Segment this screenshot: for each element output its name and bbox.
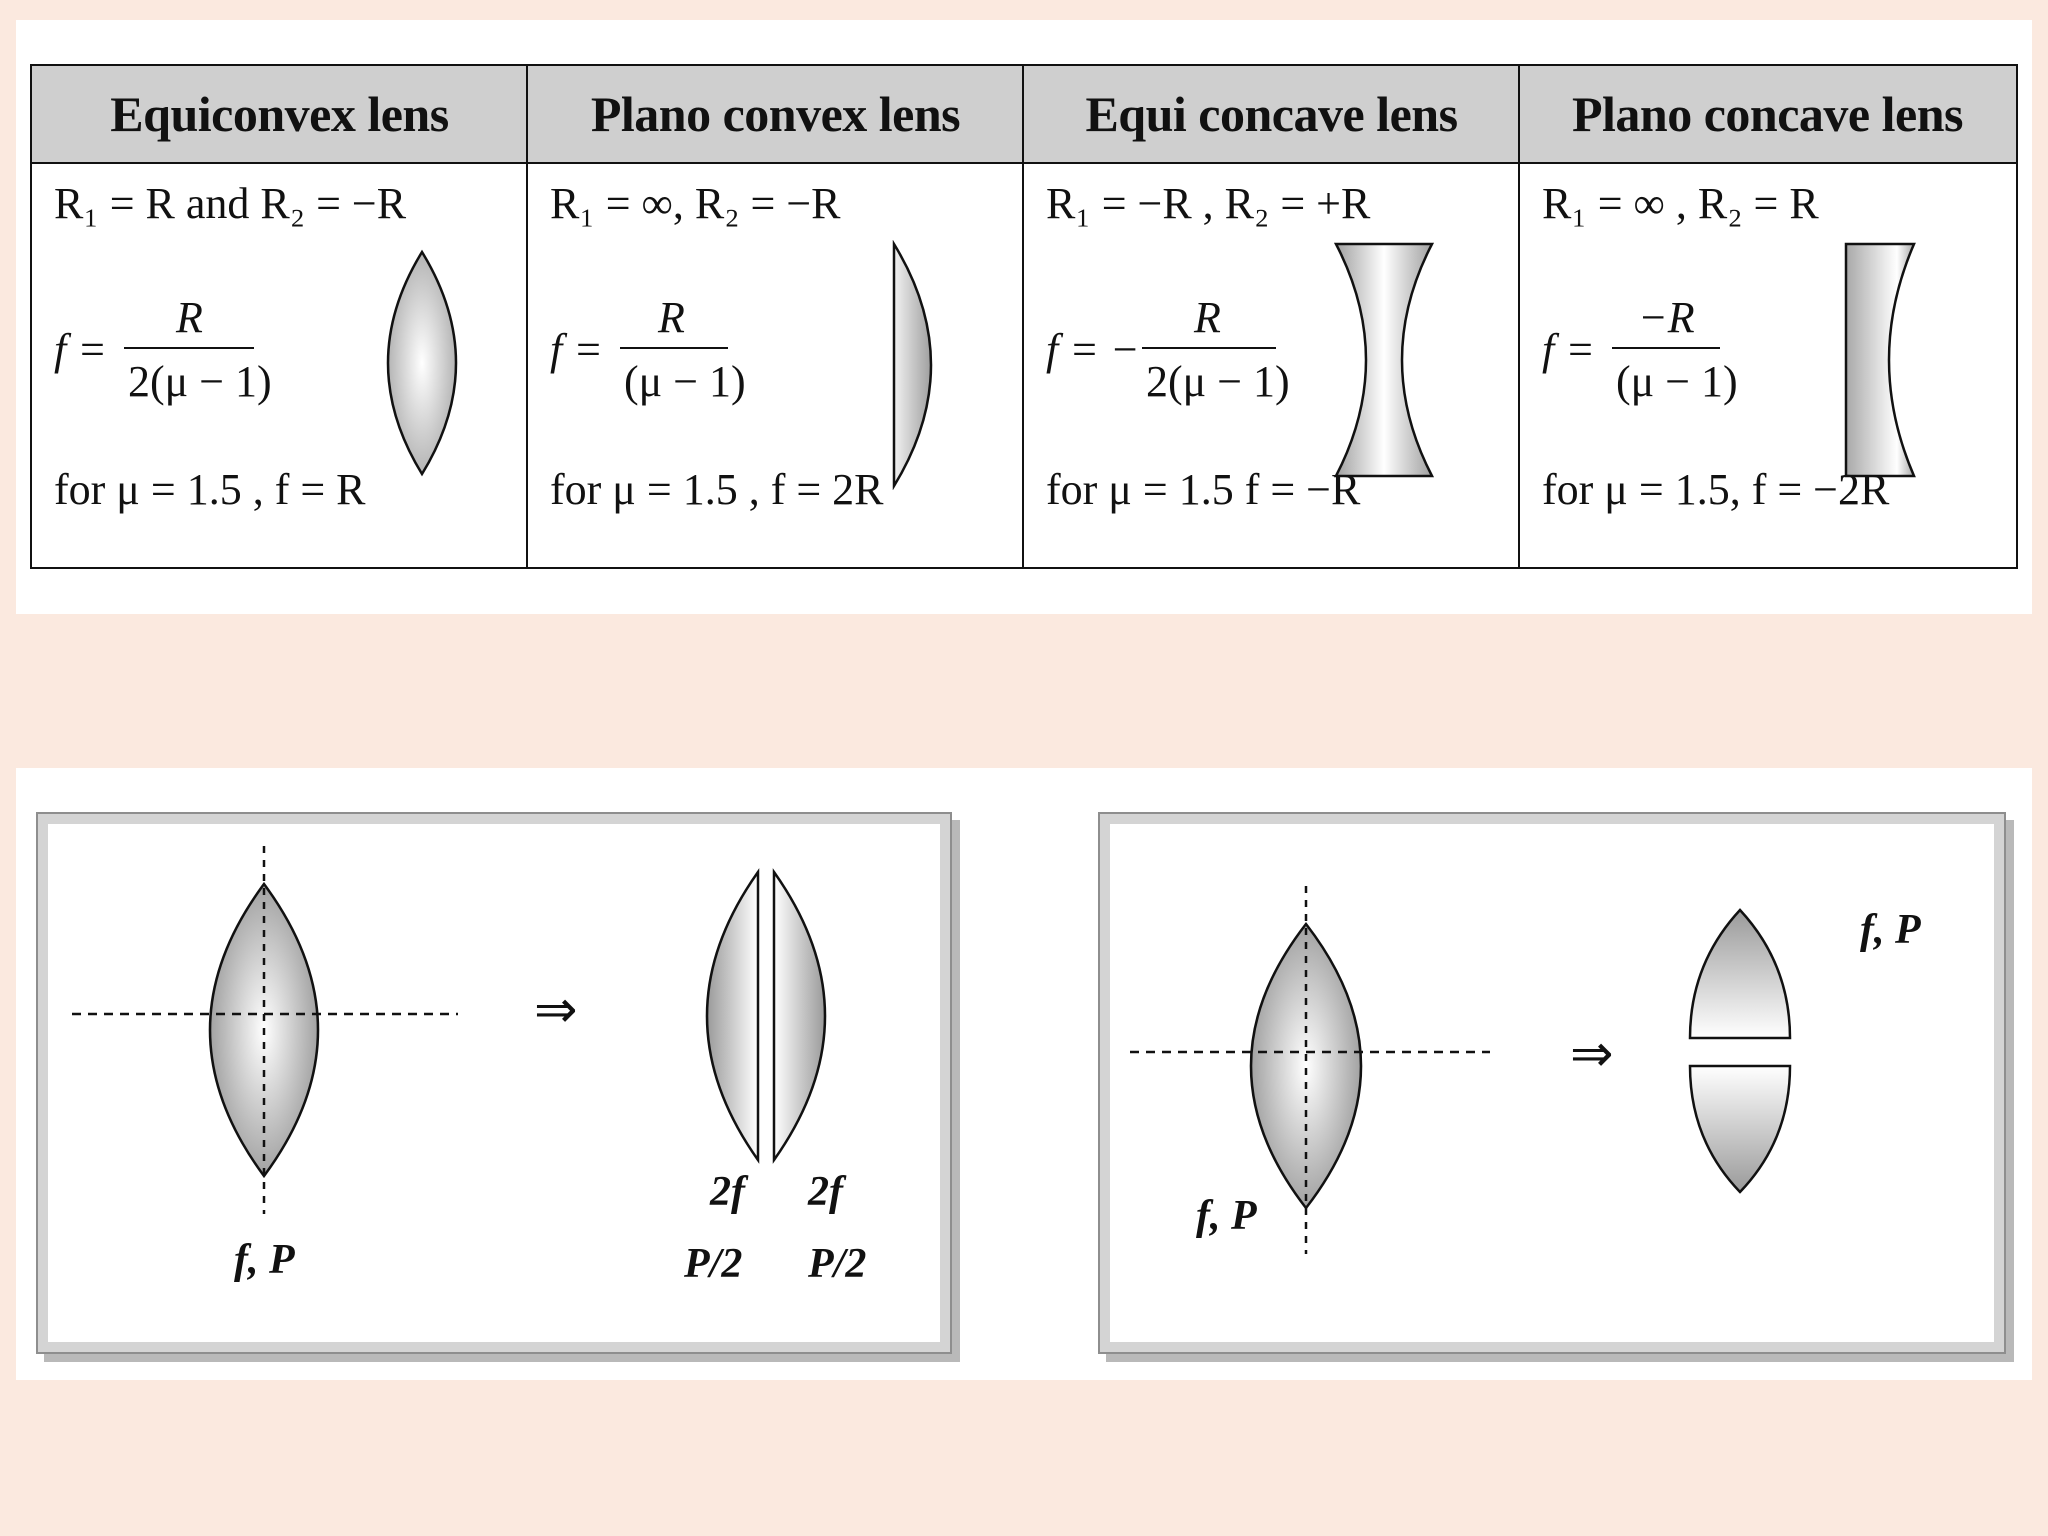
focal-formula: f = R (μ − 1) [550, 292, 850, 412]
formula-numerator: −R [1638, 293, 1695, 342]
formula-denominator: (μ − 1) [1616, 357, 1738, 406]
example-text: for μ = 1.5 , f = 2R [550, 465, 884, 514]
column-divider [1022, 66, 1024, 567]
radii-text: R₁ = R and R₂ = −R [54, 179, 407, 228]
left-half-lens-icon [705, 868, 760, 1164]
formula-denominator: 2(μ − 1) [1146, 357, 1290, 406]
formula-numerator: R [658, 293, 685, 342]
lens-cutting-diagrams: ⇒ f, P 2f 2f P/2 P/2 [16, 768, 2032, 1380]
original-lens-label: f, P [234, 1237, 295, 1283]
plano-concave-lens-icon [1844, 242, 1916, 478]
radii-text: R₁ = ∞ , R₂ = R [1542, 179, 1819, 228]
focal-formula: f = R 2(μ − 1) [54, 292, 354, 412]
cell-equiconvex: R₁ = R and R₂ = −R f = R 2(μ − 1) for μ … [32, 164, 527, 565]
half-focal-right: 2f [808, 1169, 843, 1215]
original-lens-label: f, P [1196, 1193, 1257, 1239]
table-header-row [32, 66, 2016, 164]
halves-lens-label: f, P [1860, 907, 1921, 953]
header-equi-concave: Equi concave lens [1085, 86, 1458, 142]
fraction-bar [124, 347, 254, 349]
right-half-lens-icon [772, 868, 827, 1164]
header-plano-convex: Plano convex lens [590, 86, 961, 142]
header-plano-concave: Plano concave lens [1572, 86, 1963, 142]
formula-numerator: R [176, 293, 203, 342]
formula-denominator: 2(μ − 1) [128, 357, 272, 406]
fraction-bar [1612, 347, 1720, 349]
example-text: for μ = 1.5 , f = R [54, 465, 366, 514]
cell-equi-concave: R₁ = −R , R₂ = +R f = − R 2(μ − 1) for μ… [1024, 164, 1519, 565]
column-divider [1518, 66, 1520, 567]
horizontal-cut-drawing [1130, 886, 1792, 1254]
transform-arrow: ⇒ [1570, 1024, 1614, 1084]
header-equiconvex: Equiconvex lens [110, 86, 449, 142]
vertical-cut-drawing [72, 846, 827, 1214]
formula-lhs: f = − [1046, 325, 1140, 374]
horizontal-cut-diagram: ⇒ f, P f, P [1098, 812, 2006, 1354]
plano-convex-lens-icon [892, 240, 933, 490]
half-power-right: P/2 [808, 1241, 867, 1287]
upper-half-lens-icon [1688, 908, 1792, 1040]
column-divider [526, 66, 528, 567]
half-focal-left: 2f [710, 1169, 745, 1215]
radii-text: R₁ = −R , R₂ = +R [1046, 179, 1371, 228]
equiconvex-lens-icon [386, 249, 458, 477]
formula-lhs: f = [550, 325, 603, 374]
focal-formula: f = − R 2(μ − 1) [1046, 292, 1346, 412]
example-text: for μ = 1.5, f = −2R [1542, 465, 1890, 514]
cell-plano-convex: R₁ = ∞, R₂ = −R f = R (μ − 1) for μ = 1.… [528, 164, 1023, 565]
formula-numerator: R [1194, 293, 1221, 342]
lens-formula-table: Equiconvex lens Plano convex lens Equi c… [30, 64, 2018, 569]
formula-denominator: (μ − 1) [624, 357, 746, 406]
cell-plano-concave: R₁ = ∞ , R₂ = R f = −R (μ − 1) for μ = 1… [1520, 164, 2015, 565]
vertical-cut-diagram: ⇒ f, P 2f 2f P/2 P/2 [36, 812, 952, 1354]
radii-text: R₁ = ∞, R₂ = −R [550, 179, 841, 228]
transform-arrow: ⇒ [534, 980, 578, 1040]
lens-table-panel: Equiconvex lens Plano convex lens Equi c… [16, 20, 2032, 614]
fraction-bar [1142, 347, 1276, 349]
focal-formula: f = −R (μ − 1) [1542, 292, 1842, 412]
formula-lhs: f = [54, 325, 107, 374]
fraction-bar [620, 347, 728, 349]
equiconvex-lens-icon [1249, 921, 1363, 1211]
half-power-left: P/2 [684, 1241, 743, 1287]
example-text: for μ = 1.5 f = −R [1046, 465, 1361, 514]
equi-concave-lens-icon [1333, 242, 1435, 478]
lower-half-lens-icon [1688, 1064, 1792, 1194]
formula-lhs: f = [1542, 325, 1595, 374]
